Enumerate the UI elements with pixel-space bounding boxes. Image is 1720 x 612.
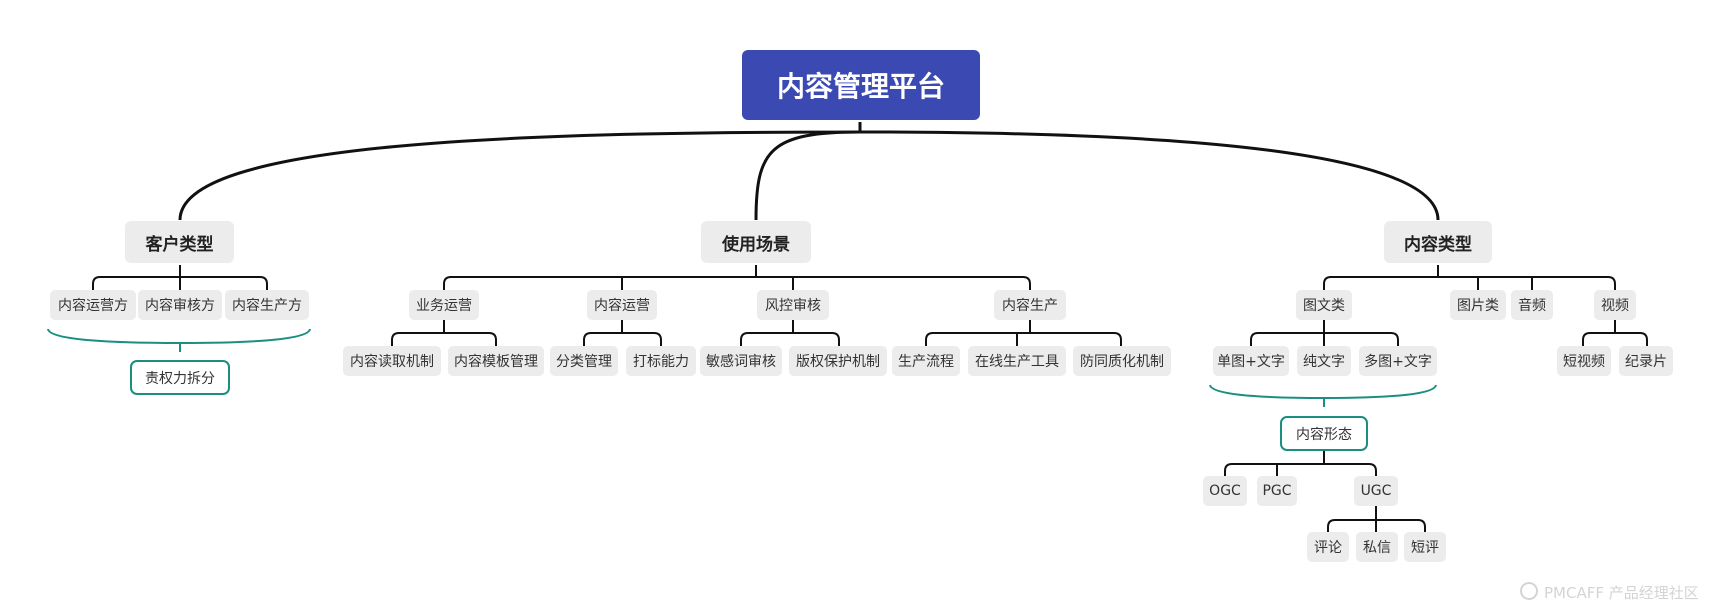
leaf-label: 在线生产工具 (975, 354, 1059, 370)
summary-content-form[interactable]: 内容形态 (1280, 416, 1368, 451)
group-label: 图文类 (1303, 298, 1345, 314)
root-node[interactable]: 内容管理平台 (742, 50, 980, 120)
branch-content-type[interactable]: 内容类型 (1384, 221, 1492, 263)
leaf-content-read-mechanism[interactable]: 内容读取机制 (343, 346, 441, 376)
leaf-label: 内容生产方 (232, 298, 302, 314)
root-label: 内容管理平台 (776, 70, 945, 103)
branch-usage-scenarios-label: 使用场景 (722, 234, 790, 255)
leaf-label: 短评 (1411, 540, 1439, 556)
leaf-label: 内容读取机制 (350, 354, 434, 370)
summary-brace-graphic (1209, 384, 1437, 407)
group-label: 视频 (1601, 298, 1629, 314)
leaf-label: 分类管理 (556, 354, 612, 370)
group-audio[interactable]: 音频 (1511, 290, 1553, 320)
leaf-label: PGC (1262, 483, 1292, 499)
summary-label: 责权力拆分 (145, 370, 215, 387)
group-image[interactable]: 图片类 (1450, 290, 1506, 320)
watermark-text: PMCAFF 产品经理社区 (1544, 584, 1699, 602)
group-graphic-text[interactable]: 图文类 (1296, 290, 1352, 320)
leaf-ogc[interactable]: OGC (1203, 476, 1247, 506)
connector-video-children (1582, 319, 1648, 348)
leaf-comment[interactable]: 评论 (1307, 532, 1349, 562)
summary-label: 内容形态 (1296, 426, 1352, 443)
leaf-label: 纪录片 (1625, 354, 1667, 370)
leaf-sensitive-word-review[interactable]: 敏感词审核 (700, 346, 782, 376)
leaf-short-review[interactable]: 短评 (1404, 532, 1446, 562)
connector-ugc-children (1327, 504, 1426, 535)
leaf-label: 防同质化机制 (1080, 354, 1164, 370)
group-risk-review[interactable]: 风控审核 (757, 290, 829, 320)
connector-root-usage (754, 130, 861, 221)
group-label: 风控审核 (765, 298, 821, 314)
leaf-label: 生产流程 (898, 354, 954, 370)
leaf-label: 版权保护机制 (796, 354, 880, 370)
leaf-label: 内容运营方 (58, 298, 128, 314)
group-content-ops[interactable]: 内容运营 (587, 290, 657, 320)
pmcaff-logo-icon (1520, 582, 1538, 600)
group-label: 音频 (1518, 298, 1546, 314)
leaf-online-production-tools[interactable]: 在线生产工具 (968, 346, 1066, 376)
leaf-label: 私信 (1363, 540, 1391, 556)
connector-content-type-groups (1323, 265, 1616, 293)
branch-customer-type-label: 客户类型 (145, 234, 214, 255)
branch-usage-scenarios[interactable]: 使用场景 (701, 221, 811, 263)
group-label: 内容生产 (1002, 298, 1058, 314)
leaf-label: UGC (1360, 483, 1392, 499)
connector-customer-children (92, 265, 268, 293)
connector-production-children (925, 319, 1122, 348)
leaf-copyright-protection[interactable]: 版权保护机制 (789, 346, 887, 376)
branch-customer-type[interactable]: 客户类型 (125, 221, 234, 263)
leaf-label: 内容模板管理 (454, 354, 538, 370)
group-business-ops[interactable]: 业务运营 (409, 290, 479, 320)
connector-business-children (391, 319, 497, 348)
leaf-pgc[interactable]: PGC (1257, 476, 1297, 506)
group-label: 图片类 (1457, 298, 1499, 314)
leaf-multi-image-text[interactable]: 多图+文字 (1359, 346, 1437, 376)
leaf-short-video[interactable]: 短视频 (1557, 346, 1611, 376)
leaf-production-process[interactable]: 生产流程 (892, 346, 960, 376)
connector-risk-children (740, 319, 840, 348)
leaf-label: 短视频 (1563, 354, 1605, 370)
leaf-pure-text[interactable]: 纯文字 (1297, 346, 1351, 376)
connector-usage-groups (443, 265, 1031, 293)
branch-content-type-label: 内容类型 (1404, 234, 1472, 255)
leaf-label: 单图+文字 (1217, 354, 1285, 370)
watermark: PMCAFF 产品经理社区 (1520, 582, 1699, 603)
leaf-tagging-capability[interactable]: 打标能力 (626, 346, 696, 376)
leaf-content-producer[interactable]: 内容生产方 (225, 290, 309, 320)
group-label: 业务运营 (416, 298, 472, 314)
leaf-label: 敏感词审核 (706, 354, 776, 370)
leaf-label: 纯文字 (1303, 354, 1345, 370)
leaf-label: 内容审核方 (145, 298, 215, 314)
leaf-content-operator[interactable]: 内容运营方 (50, 290, 136, 320)
leaf-label: 评论 (1314, 540, 1342, 556)
leaf-private-message[interactable]: 私信 (1356, 532, 1398, 562)
leaf-category-management[interactable]: 分类管理 (550, 346, 618, 376)
connector-root-customer (178, 122, 862, 221)
leaf-label: OGC (1209, 483, 1241, 499)
group-video[interactable]: 视频 (1594, 290, 1636, 320)
connector-content-ops-children (583, 319, 662, 348)
summary-brace-customer (47, 328, 311, 352)
leaf-single-image-text[interactable]: 单图+文字 (1213, 346, 1289, 376)
leaf-label: 打标能力 (633, 354, 689, 370)
leaf-content-template-management[interactable]: 内容模板管理 (448, 346, 544, 376)
leaf-content-reviewer[interactable]: 内容审核方 (138, 290, 222, 320)
group-content-production[interactable]: 内容生产 (994, 290, 1066, 320)
leaf-documentary[interactable]: 纪录片 (1619, 346, 1673, 376)
connector-root-content (859, 130, 1440, 221)
summary-responsibility-split[interactable]: 责权力拆分 (130, 360, 230, 395)
leaf-anti-homogenization[interactable]: 防同质化机制 (1073, 346, 1171, 376)
leaf-ugc[interactable]: UGC (1354, 476, 1398, 506)
group-label: 内容运营 (594, 298, 650, 314)
leaf-label: 多图+文字 (1364, 354, 1432, 370)
connector-graphic-children (1250, 319, 1399, 348)
